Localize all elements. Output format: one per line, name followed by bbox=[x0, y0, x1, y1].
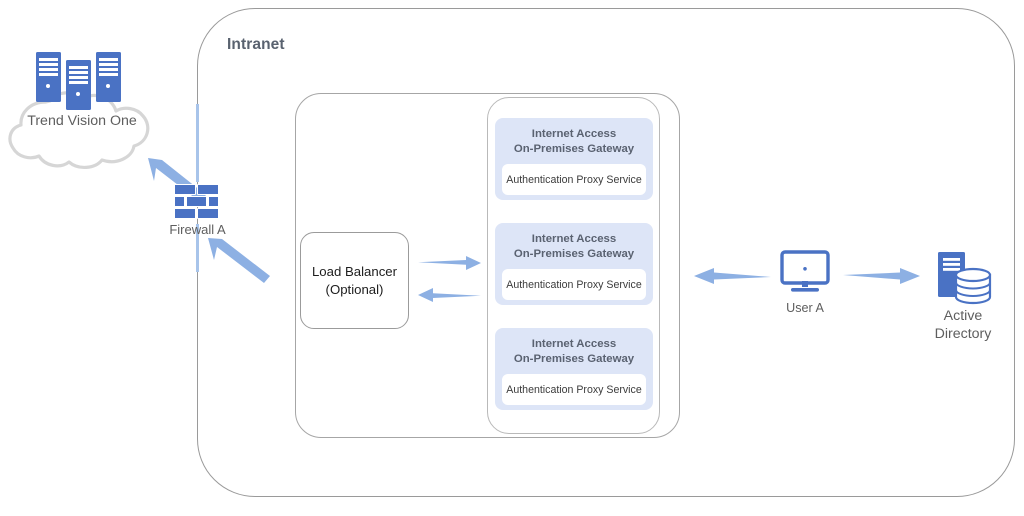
active-directory-label: Active Directory bbox=[913, 308, 1013, 343]
active-directory-label-line1: Active bbox=[943, 308, 983, 324]
firewall-connector-line-top bbox=[196, 104, 199, 182]
gateway-card[interactable]: Internet Access On-Premises Gateway Auth… bbox=[495, 118, 653, 200]
gateway-card[interactable]: Internet Access On-Premises Gateway Auth… bbox=[495, 328, 653, 410]
load-balancer-subtitle: (Optional) bbox=[325, 281, 384, 297]
brick bbox=[208, 196, 219, 207]
user-label: User A bbox=[786, 301, 824, 315]
load-balancer-title: Load Balancer bbox=[311, 264, 398, 280]
trend-vision-one-label: Trend Vision One bbox=[27, 113, 137, 129]
brick bbox=[174, 184, 196, 195]
gateway-title-line2: On-Premises Gateway bbox=[513, 143, 635, 156]
gateway-title: Internet Access On-Premises Gateway bbox=[495, 337, 653, 367]
gateway-title-line2: On-Premises Gateway bbox=[513, 248, 635, 261]
arrow-user-to-active-directory bbox=[843, 268, 920, 284]
firewall-label: Firewall A bbox=[169, 222, 226, 237]
brick bbox=[174, 196, 185, 207]
brick bbox=[186, 196, 207, 207]
firewall-brick-icon bbox=[174, 184, 220, 221]
gateway-title-line2: On-Premises Gateway bbox=[513, 353, 635, 366]
gateway-title-line1: Internet Access bbox=[531, 233, 617, 245]
intranet-label: Intranet bbox=[227, 36, 285, 53]
arrow-user-to-gateways bbox=[694, 268, 771, 284]
gateway-title-line1: Internet Access bbox=[531, 338, 617, 350]
active-directory-database-icon bbox=[936, 250, 992, 306]
server-tower-left bbox=[36, 52, 61, 102]
server-stack-icon bbox=[36, 52, 126, 110]
arrow-gateways-to-lb bbox=[418, 288, 481, 302]
brick bbox=[197, 208, 219, 219]
authentication-proxy-service[interactable]: Authentication Proxy Service bbox=[502, 374, 646, 406]
firewall-connector-line-bottom bbox=[196, 224, 199, 272]
monitor-icon bbox=[779, 250, 831, 294]
active-directory-label-line2: Directory bbox=[934, 325, 992, 342]
gateway-title: Internet Access On-Premises Gateway bbox=[495, 127, 653, 157]
brick bbox=[197, 184, 219, 195]
arrow-intranet-to-firewall bbox=[208, 238, 270, 283]
gateway-title: Internet Access On-Premises Gateway bbox=[495, 232, 653, 262]
brick bbox=[174, 208, 196, 219]
load-balancer-node[interactable]: Load Balancer (Optional) bbox=[300, 232, 409, 329]
server-tower-right bbox=[96, 52, 121, 102]
gateway-card[interactable]: Internet Access On-Premises Gateway Auth… bbox=[495, 223, 653, 305]
server-tower-middle bbox=[66, 60, 91, 110]
authentication-proxy-service[interactable]: Authentication Proxy Service bbox=[502, 269, 646, 301]
arrow-lb-to-gateways bbox=[418, 256, 481, 270]
gateway-title-line1: Internet Access bbox=[531, 128, 617, 140]
authentication-proxy-service[interactable]: Authentication Proxy Service bbox=[502, 164, 646, 196]
